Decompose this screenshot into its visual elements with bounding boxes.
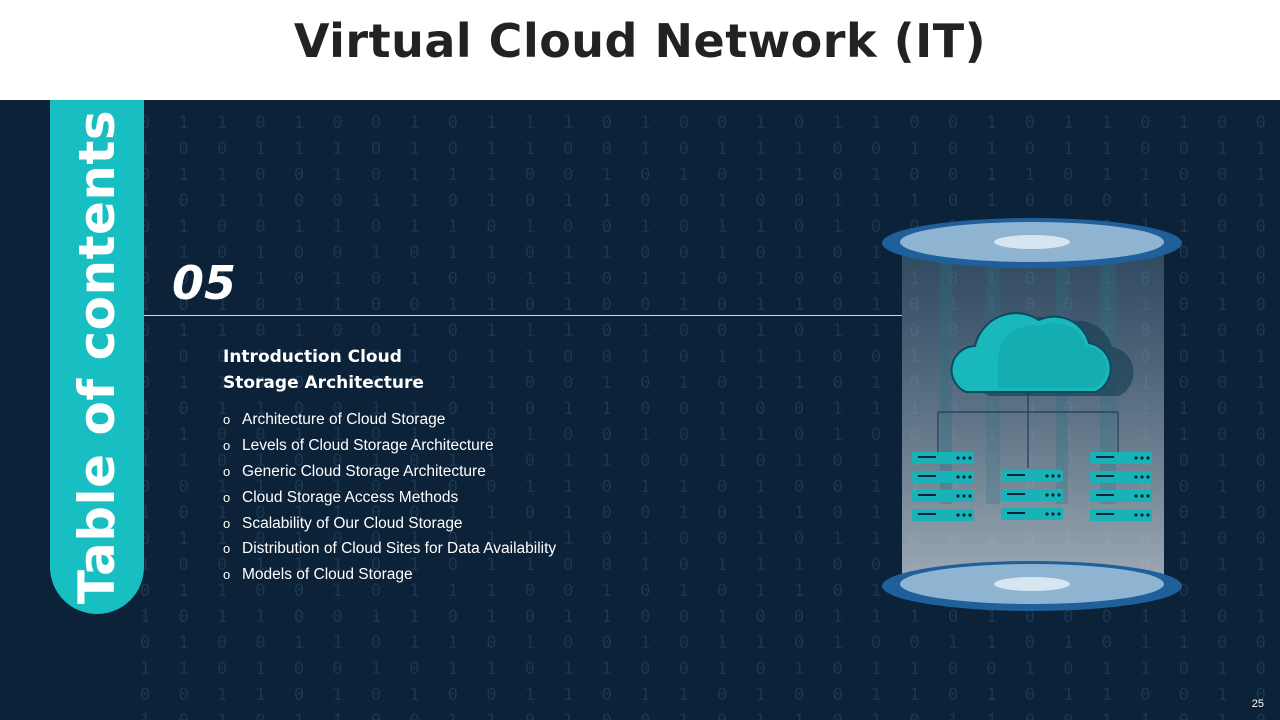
- cloud-icon: [950, 312, 1134, 396]
- network-connectors: [937, 392, 1119, 468]
- bullet-icon: o: [223, 541, 231, 557]
- section-title: Introduction Cloud Storage Architecture: [223, 344, 523, 396]
- list-item-label: Generic Cloud Storage Architecture: [242, 462, 486, 480]
- page-number: 25: [1251, 698, 1264, 710]
- section-number: 05: [172, 256, 237, 310]
- list-item-label: Scalability of Our Cloud Storage: [242, 514, 463, 532]
- cylinder-bottom: [882, 561, 1182, 611]
- list-item: o Cloud Storage Access Methods: [223, 488, 556, 514]
- cylinder-body: [902, 244, 1164, 584]
- header-bar: Virtual Cloud Network (IT): [0, 0, 1280, 100]
- list-item: o Models of Cloud Storage: [223, 565, 556, 591]
- cylinder-top: [882, 218, 1182, 268]
- bullet-icon: o: [223, 412, 231, 427]
- server-rack-left: [912, 452, 974, 521]
- list-item: o Scalability of Our Cloud Storage: [223, 514, 556, 540]
- bullet-icon: o: [223, 515, 231, 531]
- section-title-line-1: Introduction Cloud: [223, 347, 402, 367]
- bullet-icon: o: [223, 437, 231, 453]
- list-item: o Distribution of Cloud Sites for Data Av…: [223, 539, 556, 565]
- section-divider: [144, 315, 902, 316]
- list-item-label: Models of Cloud Storage: [242, 566, 413, 584]
- cloud-server-cylinder-icon: [882, 218, 1182, 611]
- binary-background-decoration: 0 1 1 0 1 0 0 1 0 1 1 1 0 1 0 0 1 0 1 1 …: [140, 113, 1275, 720]
- list-item-label: Distribution of Cloud Sites for Data Ava…: [242, 540, 557, 558]
- section-title-line-2: Storage Architecture: [223, 373, 424, 393]
- list-item: o Levels of Cloud Storage Architecture: [223, 436, 556, 462]
- list-item: o Architecture of Cloud Storage: [223, 410, 556, 436]
- list-item: o Generic Cloud Storage Architecture: [223, 462, 556, 488]
- server-rack-right: [1090, 452, 1152, 521]
- list-item-label: Architecture of Cloud Storage: [242, 411, 446, 428]
- bullet-icon: o: [223, 567, 231, 583]
- bullet-icon: o: [223, 489, 231, 505]
- bullet-icon: o: [223, 463, 231, 479]
- list-item-label: Levels of Cloud Storage Architecture: [242, 436, 494, 454]
- page-title: Virtual Cloud Network (IT): [293, 14, 987, 68]
- table-of-contents-tab: [50, 100, 144, 614]
- list-item-label: Cloud Storage Access Methods: [242, 488, 459, 506]
- server-rack-center: [1001, 470, 1063, 520]
- table-of-contents-label: Table of contents: [68, 109, 126, 605]
